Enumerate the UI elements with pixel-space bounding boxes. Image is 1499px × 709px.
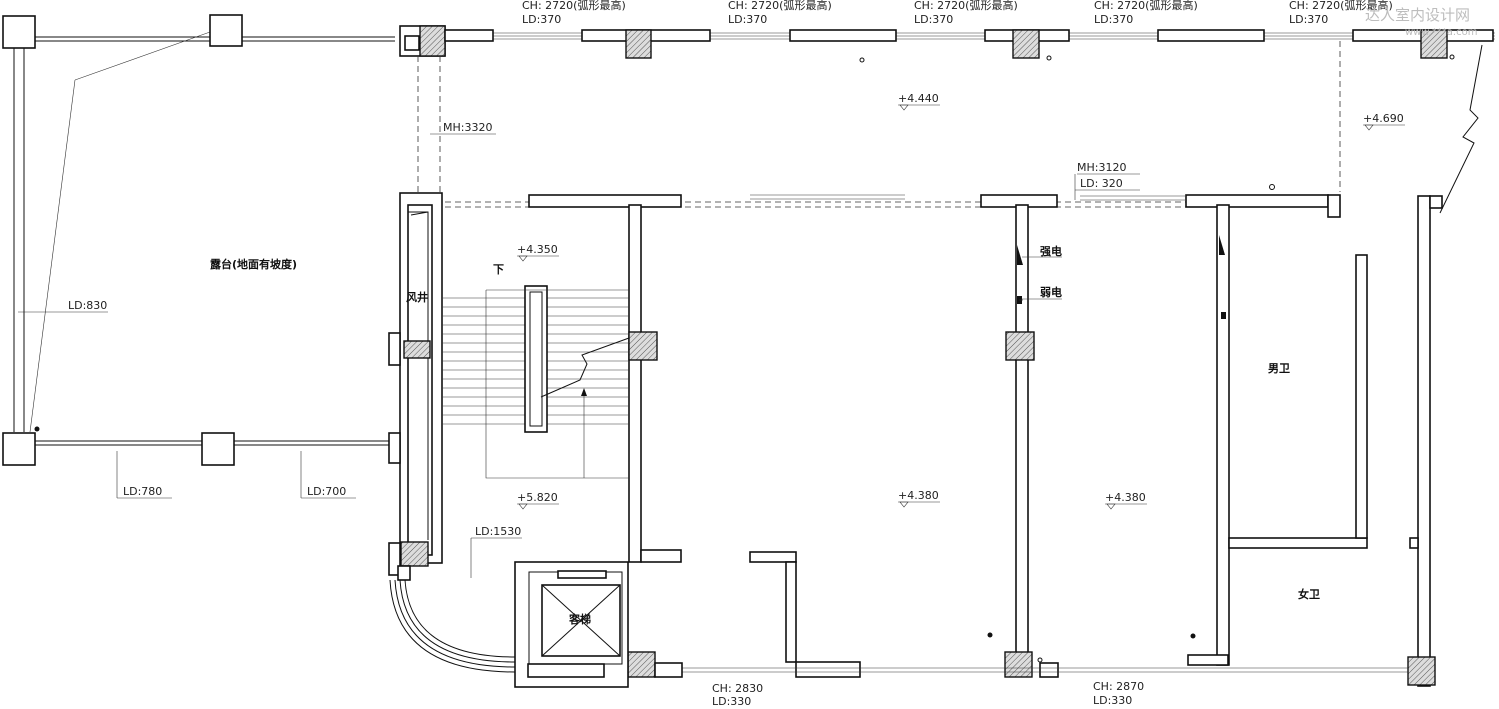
room-labels: 露台(地面有坡度) 风井 下 客梯 强电 弱电 男卫 女卫 <box>210 244 1320 626</box>
dimension-labels: MH:3320 MH:3120 LD: 320 LD:830 LD:780 LD… <box>18 121 1144 708</box>
bottom-wall <box>389 579 1408 673</box>
window-4-ch: CH: 2720(弧形最高) <box>1094 0 1198 12</box>
beam-lines <box>405 41 1341 208</box>
room-strong-power: 强电 <box>1040 244 1062 258</box>
window-5-ld: LD:370 <box>1289 13 1328 26</box>
dim-bottom-right-ld: LD:330 <box>1093 694 1132 707</box>
level-markers: +4.440 +4.690 +4.350 +5.820 +4.380 +4.38… <box>517 92 1405 510</box>
stair-down-label: 下 <box>493 263 504 276</box>
dim-mh-right: MH:3120 <box>1077 161 1126 174</box>
room-weak-power: 弱电 <box>1040 285 1062 299</box>
dim-bottom-left-ld: LD:330 <box>712 695 751 708</box>
dim-terrace-bottom-right: LD:700 <box>307 485 346 498</box>
dim-bottom-left-ch: CH: 2830 <box>712 682 763 695</box>
top-window-labels: CH: 2720(弧形最高) LD:370 CH: 2720(弧形最高) LD:… <box>522 0 1393 26</box>
window-5-ch: CH: 2720(弧形最高) <box>1289 0 1393 12</box>
watermark-url: www.***a.com <box>1405 27 1477 38</box>
room-terrace: 露台(地面有坡度) <box>210 257 297 271</box>
window-4-ld: LD:370 <box>1094 13 1133 26</box>
dim-ld-right: LD: 320 <box>1080 177 1123 190</box>
dim-stair-ld: LD:1530 <box>475 525 521 538</box>
window-2-ch: CH: 2720(弧形最高) <box>728 0 832 12</box>
room-womens: 女卫 <box>1298 587 1320 601</box>
dim-mh-left: MH:3320 <box>443 121 492 134</box>
window-3-ld: LD:370 <box>914 13 953 26</box>
window-2-ld: LD:370 <box>728 13 767 26</box>
window-1-ch: CH: 2720(弧形最高) <box>522 0 626 12</box>
window-3-ch: CH: 2720(弧形最高) <box>914 0 1018 12</box>
level-room-right: +4.380 <box>1105 491 1146 504</box>
top-wall <box>399 25 1495 214</box>
level-room-center: +4.380 <box>898 489 939 502</box>
dim-terrace-bottom-left: LD:780 <box>123 485 162 498</box>
room-mens: 男卫 <box>1268 362 1290 375</box>
room-shaft: 风井 <box>406 290 428 304</box>
watermark: 达人室内设计网 www.***a.com <box>1365 6 1477 38</box>
level-right: +4.690 <box>1363 112 1404 125</box>
elevator <box>514 561 683 688</box>
stairs <box>442 285 630 479</box>
watermark-brand: 达人室内设计网 <box>1365 6 1470 24</box>
level-main: +4.440 <box>898 92 939 105</box>
level-stair-bottom: +5.820 <box>517 491 558 504</box>
level-stair-top: +4.350 <box>517 243 558 256</box>
terrace-railing <box>2 14 395 466</box>
dim-terrace-side: LD:830 <box>68 299 107 312</box>
room-elevator: 客梯 <box>568 612 591 626</box>
window-1-ld: LD:370 <box>522 13 561 26</box>
dim-bottom-right-ch: CH: 2870 <box>1093 680 1144 693</box>
